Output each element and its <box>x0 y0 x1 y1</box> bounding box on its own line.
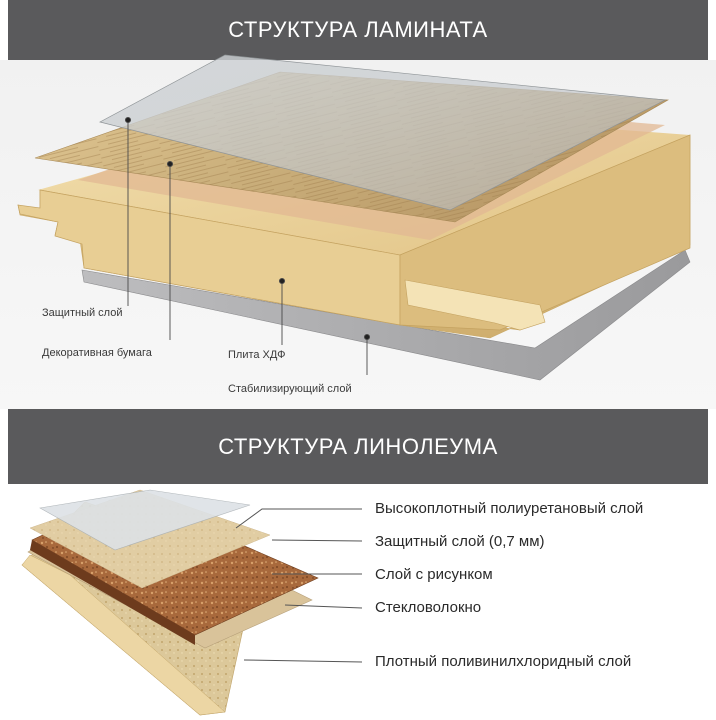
label-laminate-protective: Защитный слой <box>42 307 123 319</box>
label-linoleum-fiberglass: Стекловолокно <box>375 599 482 616</box>
linoleum-polyurethane-layer <box>39 489 251 551</box>
leader-line-fiberglass <box>284 604 363 609</box>
laminate-groove <box>404 279 546 331</box>
linoleum-pvc-front <box>21 554 226 716</box>
leader-dot-stabilizer <box>363 333 371 341</box>
label-linoleum-pvc: Плотный поливинилхлоридный слой <box>375 653 632 670</box>
label-laminate-stabilizer: Стабилизирующий слой <box>228 383 352 395</box>
leader-dot-decor <box>166 160 174 168</box>
label-linoleum-polyurethane: Высокоплотный полиуретановый слой <box>375 500 644 517</box>
linoleum-title: СТРУКТУРА ЛИНОЛЕУМА <box>218 433 498 459</box>
laminate-title-banner: СТРУКТУРА ЛАМИНАТА <box>8 0 708 60</box>
leader-line-polyurethane <box>235 508 362 529</box>
leader-dot-hdf <box>278 277 286 285</box>
label-linoleum-protective: Защитный слой (0,7 мм) <box>375 533 545 550</box>
label-linoleum-pattern: Слой с рисунком <box>375 566 493 583</box>
laminate-stabilizing-layer <box>81 249 691 381</box>
linoleum-pattern-edge <box>30 540 195 645</box>
leader-line-pvc <box>243 659 363 663</box>
laminate-title: СТРУКТУРА ЛАМИНАТА <box>228 17 488 42</box>
linoleum-title-banner: СТРУКТУРА ЛИНОЛЕУМА <box>8 409 708 484</box>
laminate-protective-overlay <box>99 54 667 211</box>
laminate-diagram <box>17 54 691 381</box>
laminate-hdf-end-face <box>399 134 691 331</box>
label-laminate-hdf: Плита ХДФ <box>228 349 286 361</box>
leader-dot-protective <box>124 116 132 124</box>
linoleum-diagram <box>21 489 363 716</box>
leader-line-lino-protective <box>271 539 363 542</box>
label-laminate-decor: Декоративная бумага <box>42 347 152 359</box>
